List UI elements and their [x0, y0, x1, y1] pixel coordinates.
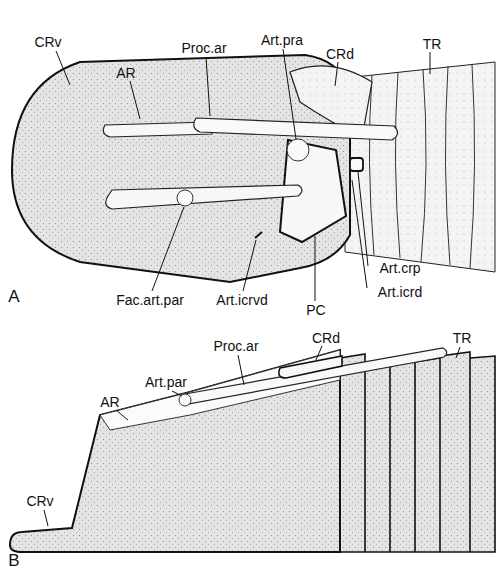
part-label: Art.icrvd [216, 292, 267, 308]
part-label: Fac.art.par [116, 292, 184, 308]
part-label: AR [116, 65, 135, 81]
lower-rod [106, 185, 302, 209]
leader-lines [56, 49, 430, 301]
part-label: CRd [326, 46, 354, 62]
joint [350, 158, 363, 171]
part-label: Proc.ar [181, 40, 226, 56]
process-rod [185, 348, 447, 404]
part-label: Proc.ar [213, 338, 258, 354]
joint [287, 139, 309, 161]
part-label: Art.icrd [378, 284, 422, 300]
joint [255, 232, 262, 238]
articular-facet [177, 190, 193, 206]
part-label: CRv [34, 34, 61, 50]
leader-lines [44, 346, 460, 526]
part-label: TR [423, 36, 442, 52]
part-label: TR [453, 330, 472, 346]
part-label: Art.par [145, 374, 187, 390]
part-label: Art.pra [261, 32, 303, 48]
panel-letter: A [8, 287, 19, 306]
panel-letter: B [8, 551, 19, 570]
dorsal-plate [279, 356, 342, 378]
part-label: Art.crp [379, 260, 420, 276]
tergal-rings [340, 352, 495, 552]
part-label: CRd [312, 330, 340, 346]
part-label: CRv [26, 493, 53, 509]
part-label: AR [100, 394, 119, 410]
part-label: PC [306, 302, 325, 318]
